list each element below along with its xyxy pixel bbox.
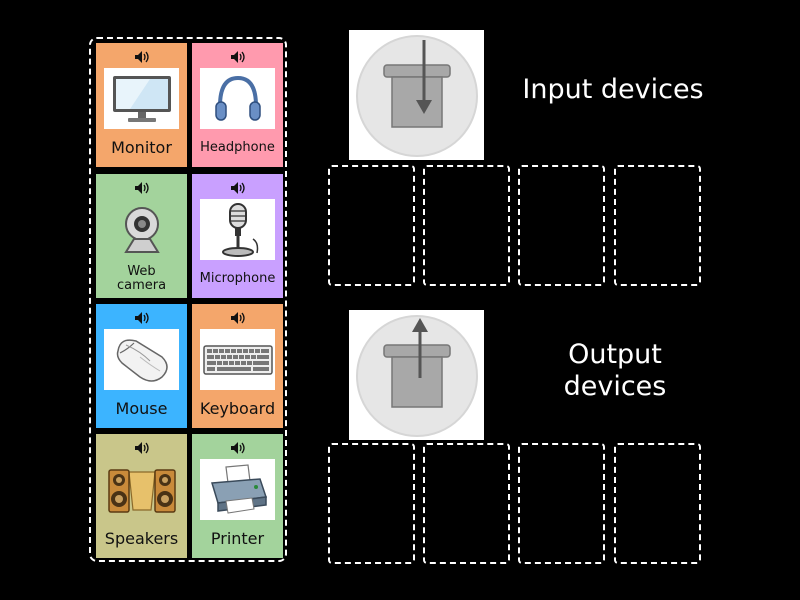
monitor-icon [104,68,179,129]
speaker-icon[interactable] [230,46,246,68]
card-label: Speakers [104,528,179,548]
output-drop-slot[interactable] [614,443,701,564]
card-label: Mouse [115,398,168,418]
speaker-icon[interactable] [134,307,150,329]
output-devices-title: Output devices [563,339,667,403]
card-monitor[interactable]: Monitor [96,43,187,167]
card-mouse[interactable]: Mouse [96,304,187,428]
webcam-icon [104,199,179,260]
output-drop-slot[interactable] [328,443,415,564]
speaker-icon[interactable] [134,46,150,68]
mouse-icon [104,329,179,390]
speaker-icon[interactable] [230,177,246,199]
card-label: Printer [210,528,265,548]
card-speakers[interactable]: Speakers [96,434,187,558]
printer-icon [200,459,275,520]
card-label: Headphone [200,140,275,156]
input-drop-slot[interactable] [518,165,605,286]
card-keyboard[interactable]: Keyboard [192,304,283,428]
speaker-icon[interactable] [134,177,150,199]
card-microphone[interactable]: Microphone [192,174,283,298]
card-web-camera[interactable]: Web camera [96,174,187,298]
input-drop-slot[interactable] [614,165,701,286]
input-drop-slot[interactable] [328,165,415,286]
card-printer[interactable]: Printer [192,434,283,558]
speakers-icon [104,459,179,520]
bucket-down-icon [355,35,478,157]
input-devices-title: Input devices [522,74,704,105]
output-bucket[interactable] [349,310,484,440]
card-tray [89,37,287,562]
speaker-icon[interactable] [134,437,150,459]
card-label: Monitor [111,137,172,157]
output-drop-slot[interactable] [423,443,510,564]
card-label: Microphone [199,271,276,287]
card-label: Keyboard [199,398,276,418]
input-drop-slot[interactable] [423,165,510,286]
bucket-up-icon [355,315,478,437]
speaker-icon[interactable] [230,437,246,459]
speaker-icon[interactable] [230,307,246,329]
microphone-icon [200,199,275,260]
card-label: Web camera [116,264,167,293]
card-headphone[interactable]: Headphone [192,43,283,167]
headphone-icon [200,68,275,129]
output-drop-slot[interactable] [518,443,605,564]
keyboard-icon [200,329,275,390]
input-bucket[interactable] [349,30,484,160]
